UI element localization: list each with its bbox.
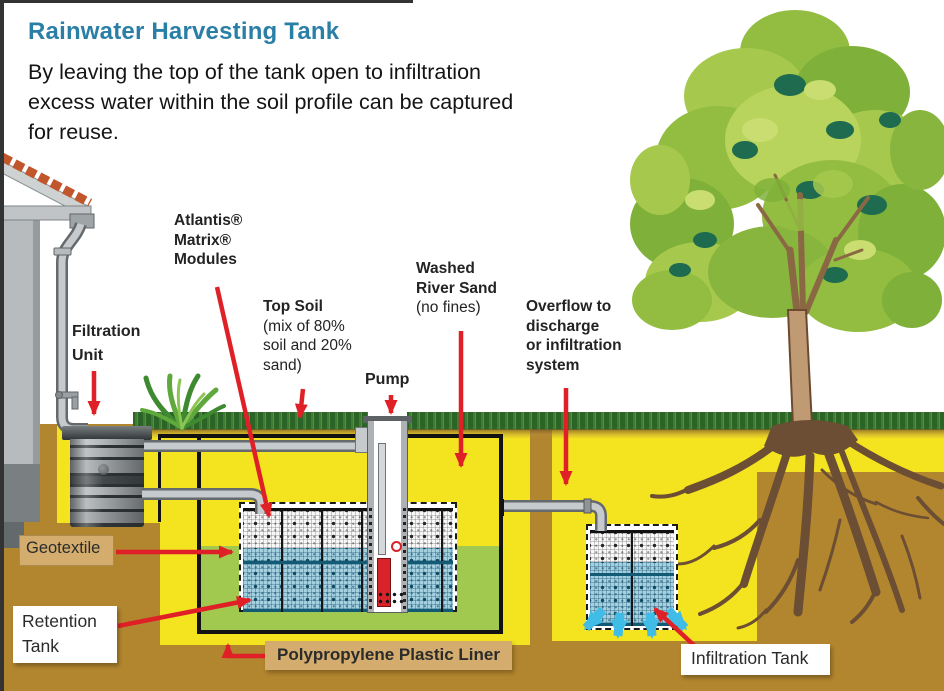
callout-line: Atlantis® [174, 212, 243, 229]
page-frame-top [0, 0, 413, 3]
subtitle-line: for reuse. [28, 120, 119, 144]
excavation-top-line [158, 434, 200, 438]
callout-line: Modules [174, 251, 237, 268]
callout-line: River Sand [416, 279, 497, 297]
filtration-unit-port [98, 464, 109, 475]
callout-overflow: Overflow to discharge or infiltration sy… [526, 297, 622, 375]
label-polypropylene-liner: Polypropylene Plastic Liner [265, 641, 512, 670]
callout-washed-river-sand: Washed River Sand (no fines) [416, 259, 497, 318]
module-row-line [243, 561, 453, 564]
grass-strip-right [407, 412, 944, 430]
pump-shaft-cap [363, 416, 412, 423]
retention-tank-modules [239, 502, 457, 612]
subtitle-line: excess water within the soil profile can… [28, 90, 514, 114]
grass-strip-left [133, 412, 368, 430]
downpipe-coupling [53, 247, 72, 256]
label-retention-tank: Retention Tank [13, 606, 117, 663]
callout-line: discharge [526, 317, 600, 335]
callout-filtration-unit: Filtration Unit [72, 320, 140, 368]
page-subtitle: By leaving the top of the tank open to i… [28, 57, 513, 147]
pump-base-bolts [377, 591, 404, 604]
callout-note: (no fines) [416, 299, 481, 316]
roof-slab [0, 159, 89, 219]
gutter-outlet [69, 213, 95, 229]
callout-atlantis-modules: Atlantis® Matrix® Modules [174, 211, 242, 270]
callout-pump: Pump [365, 370, 409, 390]
callout-line: (mix of 80% [263, 317, 345, 335]
module-dividers [590, 530, 674, 626]
shaft-geotextile-dots-left [369, 508, 372, 610]
callout-line: Matrix® [174, 231, 232, 249]
tree-foliage [630, 10, 944, 332]
callout-line: Washed [416, 260, 475, 277]
label-infiltration-tank: Infiltration Tank [681, 644, 830, 675]
grass-root-zone-shading [133, 429, 944, 439]
filtration-unit-lid [62, 426, 152, 440]
subtitle-line: By leaving the top of the tank open to i… [28, 60, 481, 84]
label-line: Tank [22, 636, 59, 656]
label-geotextile: Geotextile [19, 535, 114, 566]
callout-line: soil and 20% [263, 337, 352, 354]
filtration-unit [70, 439, 144, 527]
callout-line: Filtration [72, 323, 141, 340]
liner-pipe-penetration [499, 499, 504, 516]
module-row-line [590, 573, 674, 576]
roof-tiles [0, 153, 93, 207]
garden-tap [55, 391, 79, 410]
pump-float-switch [391, 541, 402, 552]
excavation-side-line [158, 434, 161, 522]
callout-top-soil: Top Soil (mix of 80% soil and 20% sand) [263, 297, 352, 375]
tree-trunk-branches [754, 170, 870, 427]
module-dividers [243, 508, 453, 612]
plastic-liner-outline [197, 434, 503, 634]
fascia [0, 205, 92, 221]
page-title: Rainwater Harvesting Tank [28, 18, 340, 45]
callout-title: Top Soil [263, 298, 323, 315]
shaft-geotextile-dots-right [403, 508, 406, 610]
callout-line: system [526, 356, 580, 374]
callout-line: or infiltration [526, 337, 622, 354]
infiltration-tank-modules [586, 524, 678, 630]
callout-line: sand) [263, 356, 302, 374]
callout-line: Pump [365, 371, 410, 388]
callout-line: Unit [72, 347, 104, 364]
pump-riser-tube [378, 443, 386, 555]
callout-line: Overflow to [526, 298, 612, 315]
label-line: Retention [22, 611, 97, 631]
page-frame-left [0, 0, 4, 691]
